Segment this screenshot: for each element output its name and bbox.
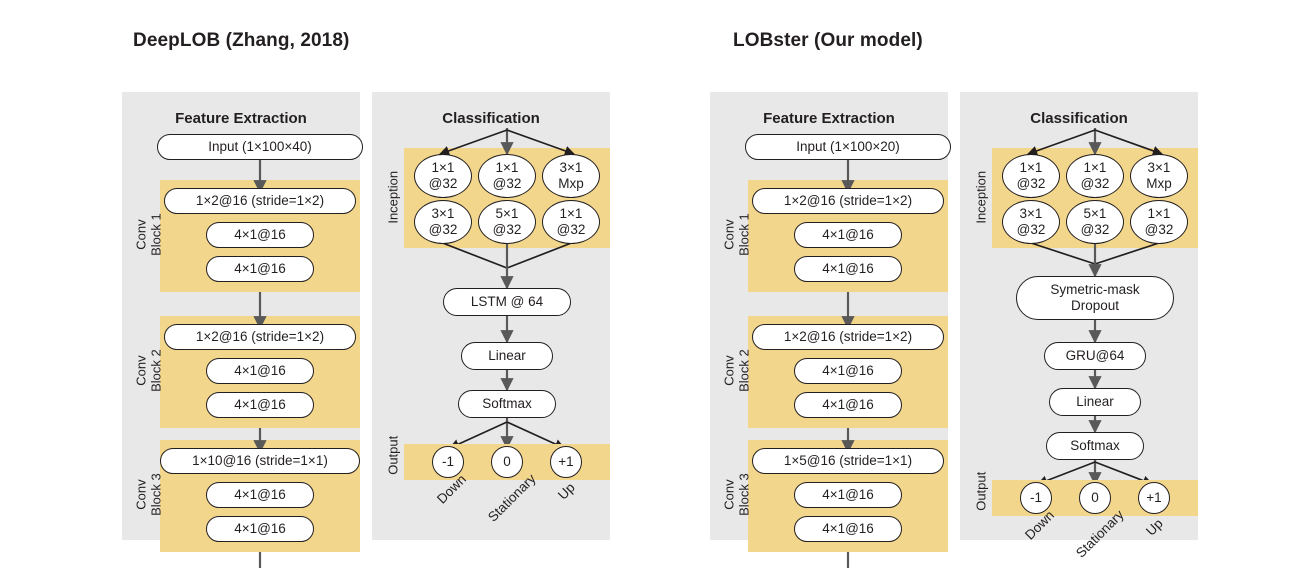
inception-node-5[interactable]: 5×1 @32 <box>478 200 536 244</box>
output-node-down[interactable]: -1 <box>1020 482 1052 514</box>
panel-classification-deeplob: Classification Inception <box>372 92 610 540</box>
conv-block-2-node-3[interactable]: 4×1@16 <box>206 392 314 418</box>
panel-title-classification: Classification <box>1030 110 1128 127</box>
conv-block-2-label: Conv Block 2 <box>133 336 163 406</box>
conv-block-1-node-3[interactable]: 4×1@16 <box>794 256 902 282</box>
output-node-stationary[interactable]: 0 <box>491 446 523 478</box>
panel-feature-extraction-lobster: Feature Extraction Conv Block 1 Conv Blo… <box>710 92 951 568</box>
conv-block-1-node-2[interactable]: 4×1@16 <box>794 222 902 248</box>
symmetric-mask-dropout-node[interactable]: Symetric-mask Dropout <box>1016 276 1174 320</box>
conv-block-3-node-3[interactable]: 4×1@16 <box>794 516 902 542</box>
conv-block-3-label-line2: Block 3 <box>736 473 751 516</box>
linear-node[interactable]: Linear <box>461 342 553 370</box>
conv-block-2-node-1[interactable]: 1×2@16 (stride=1×2) <box>752 324 944 350</box>
conv-block-1-label-line2: Block 1 <box>148 213 163 256</box>
model-deeplob: DeepLOB (Zhang, 2018) Feature Extraction… <box>122 30 610 568</box>
output-name-up: Up <box>1143 515 1166 539</box>
input-node[interactable]: Input (1×100×40) <box>157 134 363 160</box>
inception-node-1-label: 1×1 @32 <box>428 160 458 191</box>
output-node-stationary[interactable]: 0 <box>1079 482 1111 514</box>
conv-block-1-label-line1: Conv <box>721 219 737 250</box>
inception-node-2[interactable]: 1×1 @32 <box>478 154 536 198</box>
output-node-down[interactable]: -1 <box>432 446 464 478</box>
conv-block-2-label-line2: Block 2 <box>148 349 163 392</box>
conv-block-2-node-1[interactable]: 1×2@16 (stride=1×2) <box>164 324 356 350</box>
conv-block-2-node-2[interactable]: 4×1@16 <box>794 358 902 384</box>
output-name-up: Up <box>555 479 578 503</box>
softmax-node[interactable]: Softmax <box>1046 432 1144 460</box>
inception-label: Inception <box>973 170 989 224</box>
inception-node-6-label: 1×1 @32 <box>556 206 586 237</box>
panel-title-feature-extraction: Feature Extraction <box>175 110 307 127</box>
inception-node-3-label: 3×1 Mxp <box>558 160 584 191</box>
inception-node-2-label: 1×1 @32 <box>1080 160 1110 191</box>
conv-block-1-node-1[interactable]: 1×2@16 (stride=1×2) <box>164 188 356 214</box>
conv-block-3-label: Conv Block 3 <box>133 460 163 530</box>
conv-block-2-node-2[interactable]: 4×1@16 <box>206 358 314 384</box>
softmax-node[interactable]: Softmax <box>458 390 556 418</box>
lstm-node[interactable]: LSTM @ 64 <box>443 288 571 316</box>
inception-node-1[interactable]: 1×1 @32 <box>1002 154 1060 198</box>
inception-node-1-label: 1×1 @32 <box>1016 160 1046 191</box>
conv-block-3-node-1[interactable]: 1×5@16 (stride=1×1) <box>752 448 944 474</box>
inception-node-4-label: 3×1 @32 <box>428 206 458 237</box>
conv-block-3-label: Conv Block 3 <box>721 460 751 530</box>
inception-label: Inception <box>385 170 401 224</box>
input-node[interactable]: Input (1×100×20) <box>745 134 951 160</box>
output-node-up[interactable]: +1 <box>550 446 582 478</box>
conv-block-2-label: Conv Block 2 <box>721 336 751 406</box>
conv-block-3-label-line1: Conv <box>133 479 149 510</box>
inception-node-4[interactable]: 3×1 @32 <box>414 200 472 244</box>
inception-node-1[interactable]: 1×1 @32 <box>414 154 472 198</box>
conv-block-3-node-1[interactable]: 1×10@16 (stride=1×1) <box>160 448 360 474</box>
panel-classification-lobster: Classification Inception <box>960 92 1198 561</box>
gru-node[interactable]: GRU@64 <box>1044 342 1146 370</box>
output-node-up[interactable]: +1 <box>1138 482 1170 514</box>
inception-node-6[interactable]: 1×1 @32 <box>542 200 600 244</box>
linear-node[interactable]: Linear <box>1049 388 1141 416</box>
conv-block-2-node-3[interactable]: 4×1@16 <box>794 392 902 418</box>
conv-block-3-node-2[interactable]: 4×1@16 <box>206 482 314 508</box>
conv-block-2-label-line2: Block 2 <box>736 349 751 392</box>
output-label: Output <box>973 471 989 511</box>
model-title-deeplob: DeepLOB (Zhang, 2018) <box>133 30 350 51</box>
model-lobster: LOBster (Our model) Feature Extraction C… <box>588 0 1300 576</box>
conv-block-1-label: Conv Block 1 <box>133 200 163 270</box>
inception-node-3-label: 3×1 Mxp <box>1146 160 1172 191</box>
conv-block-3-node-2[interactable]: 4×1@16 <box>794 482 902 508</box>
conv-block-3-label-line2: Block 3 <box>148 473 163 516</box>
inception-node-3[interactable]: 3×1 Mxp <box>542 154 600 198</box>
conv-block-2-label-line1: Conv <box>721 355 737 386</box>
output-label: Output <box>385 435 401 475</box>
panel-title-feature-extraction: Feature Extraction <box>763 110 895 127</box>
conv-block-1-node-3[interactable]: 4×1@16 <box>206 256 314 282</box>
inception-node-4[interactable]: 3×1 @32 <box>1002 200 1060 244</box>
inception-node-6[interactable]: 1×1 @32 <box>1130 200 1188 244</box>
inception-node-5-label: 5×1 @32 <box>1080 206 1110 237</box>
model-title-lobster: LOBster (Our model) <box>733 30 923 51</box>
inception-node-2[interactable]: 1×1 @32 <box>1066 154 1124 198</box>
conv-block-1-label-line2: Block 1 <box>736 213 751 256</box>
inception-node-4-label: 3×1 @32 <box>1016 206 1046 237</box>
conv-block-1-node-2[interactable]: 4×1@16 <box>206 222 314 248</box>
inception-node-2-label: 1×1 @32 <box>492 160 522 191</box>
inception-node-5[interactable]: 5×1 @32 <box>1066 200 1124 244</box>
conv-block-1-label-line1: Conv <box>133 219 149 250</box>
conv-block-3-label-line1: Conv <box>721 479 737 510</box>
inception-node-6-label: 1×1 @32 <box>1144 206 1174 237</box>
conv-block-3-node-3[interactable]: 4×1@16 <box>206 516 314 542</box>
conv-block-1-node-1[interactable]: 1×2@16 (stride=1×2) <box>752 188 944 214</box>
inception-node-5-label: 5×1 @32 <box>492 206 522 237</box>
panel-title-classification: Classification <box>442 110 540 127</box>
conv-block-2-label-line1: Conv <box>133 355 149 386</box>
panel-feature-extraction-deeplob: Feature Extraction Conv Block 1 Conv Blo… <box>122 92 363 568</box>
inception-node-3[interactable]: 3×1 Mxp <box>1130 154 1188 198</box>
conv-block-1-label: Conv Block 1 <box>721 200 751 270</box>
